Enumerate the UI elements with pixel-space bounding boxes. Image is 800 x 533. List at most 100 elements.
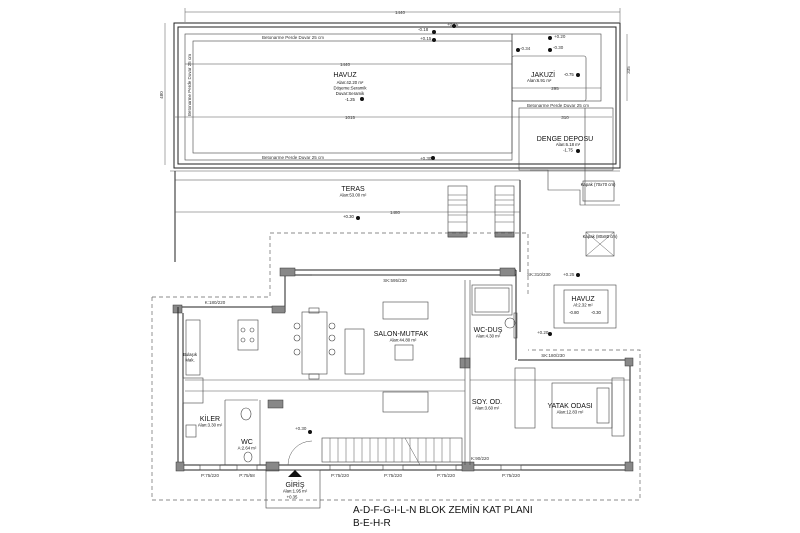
windows [199,274,522,471]
dining-table [301,311,328,375]
appliance-label: Bulaşık [183,352,198,357]
level-mark: -1.75 [563,148,573,153]
sofa [382,301,429,320]
level-mark: -0.75 [564,72,574,77]
level-mark: -1.25 [345,97,355,102]
wall-note: Betonarme Perde Duvar 25 cm [262,155,324,160]
level-mark: +0.30 [420,156,432,161]
window-labels: P:75/220 P:75/58 P:75/220 P:75/220 P:75/… [201,272,580,478]
roof-outline [151,297,641,501]
dimension-label: 1440 [395,10,406,15]
level-mark: -0.30 [553,45,564,50]
room-area: Alan:4.30 m² [476,334,501,339]
hatch-label: Kapak (80x80 cm) [583,234,618,239]
plan-title-text: A-D-F-G-I-L-N BLOK ZEMİN KAT PLANI [353,503,533,516]
roof-outline [269,232,529,296]
wall-note: Betonarme Perde Duvar 25 cm [262,35,324,40]
room-area: Alan:53.00 m² [340,193,367,198]
sun-lounger [447,185,468,238]
door-label: K:180/220 [205,300,226,305]
room-name: DENGE DEPOSU [537,136,593,143]
jacuzzi: 295 JAKUZİ Alan:6.91 m² -0.75 +0.20 -0.3… [511,33,602,108]
window-label: P:75/220 [384,473,403,478]
stairs [321,437,463,466]
entrance [265,440,321,509]
dimension-label: 295 [551,86,559,91]
level-mark: -0.34 [520,46,531,51]
bed [551,377,625,437]
sliding-door-label: SK:180/230 [541,353,565,358]
hatch-label: Kapak (70x70 cm) [581,182,616,187]
room-name: WC [241,439,253,446]
coffee-table [394,344,414,361]
room-area: Alan:1.95 m² [283,489,308,494]
room-name: SOY. OD. [472,399,502,406]
entrance-arrow-icon [288,470,302,477]
sliding-door-label: SK:595/230 [383,278,407,283]
level-mark: -0.18 [418,27,429,32]
salon-furniture [182,301,429,413]
room-name: TERAS [341,186,365,193]
small-pool [553,284,617,329]
level-mark: +0.30 [295,426,307,431]
window-label: P:75/220 [201,473,220,478]
room-name: KİLER [200,414,220,423]
level-mark: +0.35 [287,495,298,500]
pool-label: HAVUZ Alan:42.20 m² Döşeme:Seramik Duvar… [333,72,367,102]
room-area: Alan:44.80 m² [390,338,417,343]
window-label: P:75/220 [331,473,350,478]
dimension-label: 1480 [390,210,401,215]
door-label: K:90/220 [471,456,490,461]
room-floor: Döşeme:Seramik [334,86,368,91]
room-area: Alan:42.20 m² [337,80,364,85]
plan-title: A-D-F-G-I-L-N BLOK ZEMİN KAT PLANI B-E-H… [353,503,533,529]
level-mark: +0.25 [563,272,575,277]
room-name: JAKUZİ [531,70,555,79]
top-dimension: 1440 480 335 [159,8,631,165]
stove [237,319,259,351]
room-area: Alan:6.91 m² [527,78,552,83]
appliance-label: Mak. [185,358,194,363]
room-name: SALON-MUTFAK [374,331,429,338]
room-area: Alan:3.30 m² [198,423,223,428]
sofa [344,328,365,375]
level-mark: +0.15 [420,36,432,41]
level-mark: +0.20 [537,330,549,335]
dimension-label: 480 [159,91,164,99]
room-name: HAVUZ [333,72,357,79]
level-mark: +0.30 [343,214,354,219]
wall-note: Betonarme Perde Duvar 25 cm [187,54,192,116]
dimension-label: 310 [561,115,569,120]
room-area: Al:2.32 m² [573,303,593,308]
dimension-label: 1015 [345,115,356,120]
level-mark: -0.30 [591,310,601,315]
sun-lounger [494,185,515,238]
pool-structure: 1440 1015 Betonarme Perde Duvar 25 cm Be… [173,22,621,169]
wc-shower [471,284,518,339]
room-name: WC-DUŞ [474,327,503,334]
level-mark: +0.20 [554,34,566,39]
wc-fixtures [185,407,253,463]
wall-note: Betonarme Perde Duvar 25 cm [527,103,589,108]
room-name: GİRİŞ [285,480,304,489]
window-label: P:75/220 [502,473,521,478]
level-mark: -0.80 [569,310,579,315]
room-area: Alan:6.18 m² [556,142,581,147]
terrace: 1480 TERAS Alan:53.00 m² +0.30 [170,170,620,272]
balance-tank: 310 DENGE DEPOSU Alan:6.18 m² -1.75 Kapa… [518,107,620,257]
hatch-cover [582,180,615,202]
hatch-cover [585,231,615,257]
room-area: Alan:12.83 m² [557,410,584,415]
window-label: P:75/220 [437,473,456,478]
plan-subtitle-text: B-E-H-R [353,518,391,529]
room-labels: SALON-MUTFAK Alan:44.80 m² WC-DUŞ Alan:4… [183,296,602,500]
counter [185,319,201,376]
window-label: P:75/58 [239,473,255,478]
sofa [382,391,429,413]
room-area: Alan:3.60 m² [475,406,500,411]
dimension-label: 335 [626,66,631,74]
room-area: A:2.64 m² [238,446,257,451]
room-name: HAVUZ [571,296,595,303]
room-wall: Duvar:Seramik [336,91,365,96]
